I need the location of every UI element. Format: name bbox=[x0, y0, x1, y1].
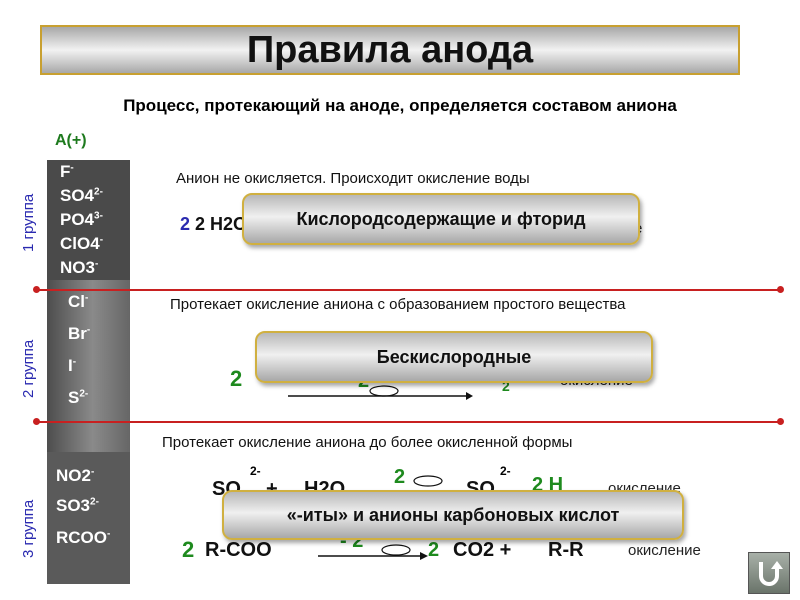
group-1-label: 1 группа bbox=[20, 193, 37, 252]
page-title: Правила анода bbox=[40, 25, 740, 75]
ion-no2: NO2- bbox=[56, 466, 95, 485]
group-3-eq2-arrow bbox=[318, 544, 428, 560]
group-3-eq1-electron-icon bbox=[413, 475, 443, 487]
badge-oxygen-containing: Кислородсодержащие и фторид bbox=[242, 193, 640, 245]
ion-so3: SO32- bbox=[56, 496, 99, 515]
ion-s: S2- bbox=[68, 388, 89, 407]
divider-2-dot-left bbox=[33, 418, 40, 425]
group-2-equation-sub: 2 bbox=[502, 378, 510, 394]
group-3-eq2-coef2: 2 bbox=[428, 539, 440, 561]
group-3-eq2-note: окисление bbox=[628, 542, 701, 559]
group-2-arrow bbox=[288, 385, 473, 400]
group-3-eq2-product2: R-R bbox=[548, 539, 584, 561]
subtitle: Процесс, протекающий на аноде, определяе… bbox=[123, 96, 677, 115]
ion-no3: NO3- bbox=[60, 258, 99, 277]
ion-so4: SO42- bbox=[60, 186, 103, 205]
badge-oxygen-free: Бескислородные bbox=[255, 331, 653, 383]
group-3-eq1-charge2: 2- bbox=[500, 464, 511, 478]
ion-po4: PO43- bbox=[60, 210, 103, 229]
anode-label: A(+) bbox=[55, 132, 87, 149]
divider-2-dot-right bbox=[777, 418, 784, 425]
group-3-label: 3 группа bbox=[20, 499, 37, 558]
ion-column-group3 bbox=[47, 452, 130, 584]
ion-column-group1 bbox=[47, 160, 130, 280]
group-2-equation-coef: 2 bbox=[230, 366, 243, 391]
divider-1-dot-left bbox=[33, 286, 40, 293]
group-3-eq2-reagent: R-COO bbox=[205, 539, 272, 561]
back-button[interactable] bbox=[748, 552, 790, 594]
ion-rcoo: RCOO- bbox=[56, 528, 111, 547]
ion-br: Br- bbox=[68, 324, 91, 343]
group-3-eq2-coef: 2 bbox=[182, 537, 195, 562]
ion-clo4: ClO4- bbox=[60, 234, 104, 253]
group-3-eq1-plus: + bbox=[266, 478, 278, 500]
group-1-equation: 2 2 H2O bbox=[180, 214, 248, 234]
group-3-description: Протекает окисление аниона до более окис… bbox=[162, 434, 573, 451]
badge-ites-and-carboxylates: «-иты» и анионы карбоновых кислот bbox=[222, 490, 684, 540]
divider-2 bbox=[38, 421, 780, 423]
group-3-eq2-product: CO2 + bbox=[453, 539, 512, 561]
ion-cl: Cl- bbox=[68, 292, 89, 311]
ion-i: I- bbox=[68, 356, 77, 375]
group-3-eq1-charge1: 2- bbox=[250, 464, 261, 478]
group-2-label: 2 группа bbox=[20, 339, 37, 398]
divider-1-dot-right bbox=[777, 286, 784, 293]
group-3-eq1-coef: 2 bbox=[394, 466, 406, 488]
u-turn-arrow-icon bbox=[759, 561, 783, 586]
group-1-description: Анион не окисляется. Происходит окислени… bbox=[176, 170, 530, 187]
ion-f: F- bbox=[60, 162, 74, 181]
group-2-description: Протекает окисление аниона с образование… bbox=[170, 296, 626, 313]
divider-1 bbox=[38, 289, 780, 291]
